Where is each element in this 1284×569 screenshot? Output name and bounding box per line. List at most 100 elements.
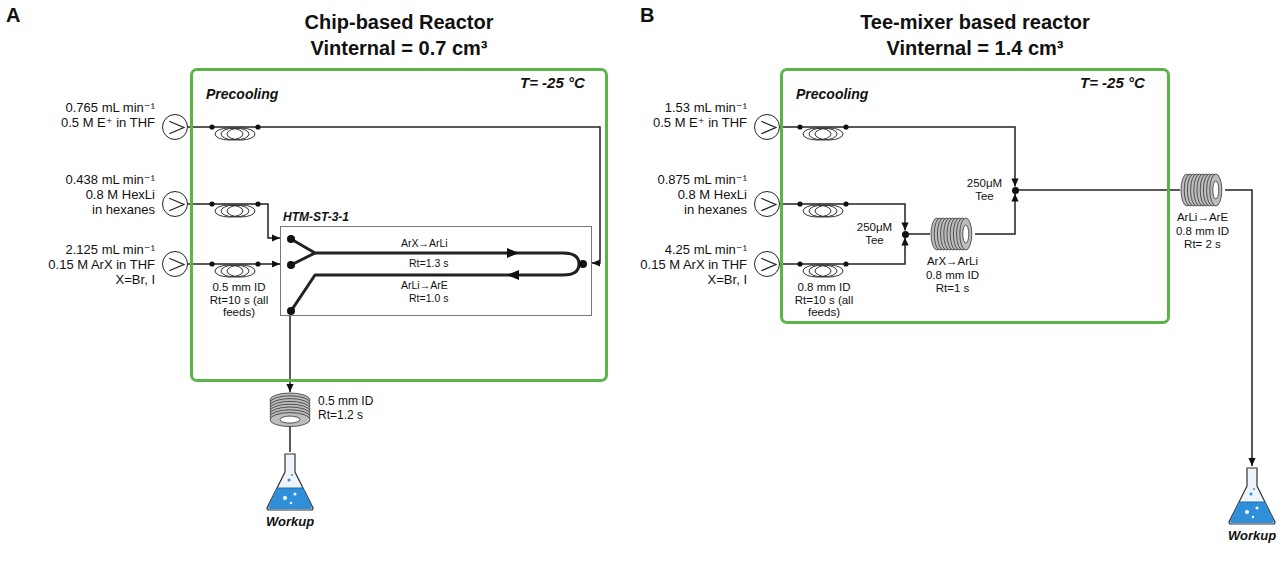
bubble	[291, 474, 293, 476]
arrowhead	[1011, 194, 1018, 202]
coil-loop	[809, 128, 837, 140]
text-group: 2.125 mL min⁻¹0.15 M ArX in THFX=Br, I	[48, 242, 155, 287]
flask-outline	[267, 454, 313, 510]
flow-line	[1019, 190, 1181, 191]
coil-reactor-graphic	[930, 216, 975, 252]
annotation-label: B	[640, 4, 654, 27]
coil-end-dot	[209, 201, 214, 206]
coil-end-dot	[209, 124, 214, 129]
coil-winding	[960, 218, 972, 250]
component-label: 250μM Tee	[854, 221, 896, 247]
flow-arrow	[507, 270, 519, 280]
pump-symbol: 1.53 mL min⁻¹0.5 M E⁺ in THF	[754, 114, 780, 140]
feed-label: X=Br, I	[640, 272, 747, 287]
channel-label: ArLi→ArE	[401, 279, 448, 291]
panel-title: Vinternal = 1.4 cm³	[783, 35, 1167, 61]
coil-loop	[221, 128, 249, 140]
component-label: ArX→ArLi 0.8 mm ID Rt=1 s	[920, 255, 986, 296]
pump-triangle	[169, 258, 184, 271]
feed-label: 0.8 M HexLi	[66, 187, 155, 202]
coil-loop	[227, 205, 255, 217]
component-label: 0.5 mm ID Rt=1.2 s	[318, 394, 386, 422]
feed-label: 0.765 mL min⁻¹	[61, 100, 155, 115]
feed-label: 0.5 M E⁺ in THF	[61, 115, 155, 130]
coil-loop	[227, 128, 255, 140]
channel-label: ArX→ArLi	[401, 237, 448, 249]
component-label: Workup	[266, 514, 314, 529]
arrowhead	[1011, 179, 1018, 187]
tee-mixer: 250μM Tee	[1012, 187, 1019, 194]
workup-flask-graphic	[265, 452, 315, 512]
flow-arrow	[507, 248, 519, 258]
text-group: 0.765 mL min⁻¹0.5 M E⁺ in THF	[61, 100, 155, 130]
coil-loop	[803, 265, 831, 277]
text-group: Workup	[1228, 528, 1276, 543]
panel-title: Vinternal = 0.7 cm³	[193, 35, 605, 61]
bubble	[294, 493, 297, 496]
port-dot	[579, 260, 587, 268]
feed-label: in hexanes	[658, 202, 747, 217]
arrowhead	[286, 384, 293, 392]
feed-label: 0.875 mL min⁻¹	[658, 172, 747, 187]
arrowhead	[901, 238, 908, 246]
coil-end-dot	[797, 261, 802, 266]
chip-name: HTM-ST-3-1	[283, 210, 349, 224]
coil-loop	[815, 205, 843, 217]
flow-line	[290, 426, 291, 452]
pump-symbol-graphic	[755, 115, 779, 139]
flow-line	[188, 204, 280, 242]
text-group: 1.53 mL min⁻¹0.5 M E⁺ in THF	[653, 100, 747, 130]
annotation-label: Precooling	[796, 86, 868, 102]
bubble	[1250, 493, 1253, 496]
coil-end-dot	[255, 261, 260, 266]
text-group: 250μM Tee	[854, 221, 896, 247]
annotation-label: A	[6, 4, 20, 27]
bubble	[290, 502, 292, 504]
arrowhead	[592, 259, 600, 266]
bubble	[1256, 507, 1259, 510]
text-group: 4.25 mL min⁻¹0.15 M ArX in THFX=Br, I	[640, 242, 747, 287]
pump-triangle	[761, 258, 776, 271]
feed-label: 0.15 M ArX in THF	[48, 257, 155, 272]
coil-loop	[221, 265, 249, 277]
text-group: 250μM Tee	[964, 177, 1006, 203]
coil-reactor: ArLi→ArE 0.8 mm ID Rt= 2 s	[1180, 172, 1225, 208]
bubble	[283, 496, 287, 500]
channel-label: Rt=1.3 s	[409, 257, 448, 269]
flow-path	[289, 426, 291, 452]
pump-symbol: 0.438 mL min⁻¹0.8 M HexLiin hexanes	[162, 191, 188, 217]
coil-reactor: ArX→ArLi 0.8 mm ID Rt=1 s	[930, 216, 975, 252]
text-group: Workup	[266, 514, 314, 529]
bubble	[1253, 488, 1255, 490]
arrowhead	[272, 234, 280, 241]
channel-label: Rt=1.0 s	[409, 292, 448, 304]
pump-triangle	[761, 121, 776, 134]
arrowhead	[1248, 458, 1255, 466]
pump-symbol: 4.25 mL min⁻¹0.15 M ArX in THFX=Br, I	[754, 251, 780, 277]
coil-loop	[803, 205, 831, 217]
flow-line	[1225, 190, 1256, 466]
flow-path	[909, 233, 931, 235]
tee-mixer: 250μM Tee	[902, 231, 909, 238]
coil-reactor-graphic	[268, 392, 312, 426]
flow-line	[909, 234, 931, 235]
pump-triangle	[169, 198, 184, 211]
text-group: 0.875 mL min⁻¹0.8 M HexLiin hexanes	[658, 172, 747, 217]
pump-symbol: 0.765 mL min⁻¹0.5 M E⁺ in THF	[162, 114, 188, 140]
text-group: Chip-based ReactorVinternal = 0.7 cm³	[193, 9, 605, 61]
pump-triangle	[761, 198, 776, 211]
component-label: 250μM Tee	[964, 177, 1006, 203]
feed-label: 0.8 M HexLi	[658, 187, 747, 202]
port-dot	[287, 261, 295, 269]
coil-loop	[803, 128, 831, 140]
coil-loop	[809, 205, 837, 217]
coil-end-dot	[843, 201, 848, 206]
coil-bore	[280, 416, 300, 423]
liquid-surface	[1239, 502, 1265, 503]
feed-label: 0.438 mL min⁻¹	[66, 172, 155, 187]
bubble	[1252, 516, 1254, 518]
arrowhead	[901, 223, 908, 231]
text-group: 0.438 mL min⁻¹0.8 M HexLiin hexanes	[66, 172, 155, 217]
coil-end-dot	[797, 201, 802, 206]
flask-liquid	[268, 488, 312, 509]
